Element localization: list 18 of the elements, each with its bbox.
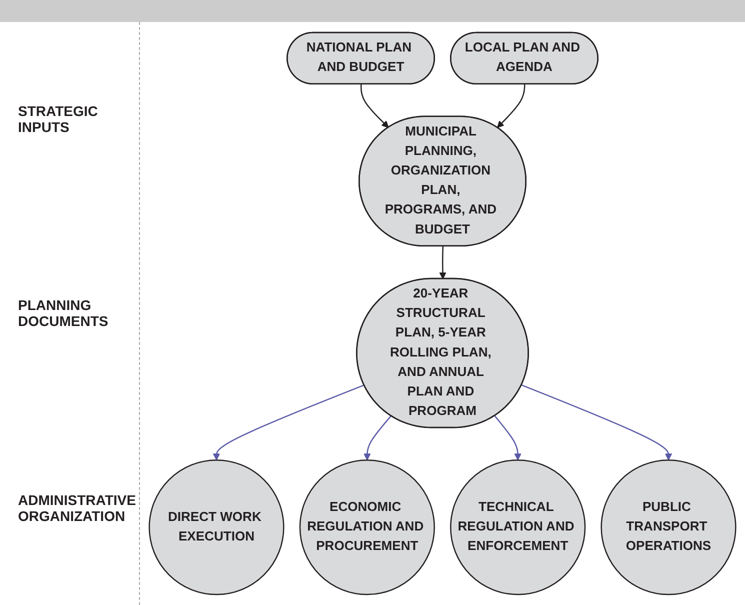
arrow <box>364 416 392 460</box>
oval-node: TECHNICAL REGULATION AND ENFORCEMENT <box>450 460 586 596</box>
arrow <box>212 384 364 460</box>
arrow <box>497 84 526 128</box>
oval-node: LOCAL PLAN AND AGENDA <box>450 32 598 84</box>
oval-node: MUNICIPAL PLANNING, ORGANIZATION PLAN, PROGRAMS, AND BUDGET <box>358 116 526 247</box>
arrow <box>494 416 522 460</box>
row-label: STRATEGIC INPUTS <box>18 103 99 136</box>
arrow <box>439 246 446 280</box>
oval-node: ECONOMIC REGULATION AND PROCUREMENT <box>299 460 435 596</box>
arrow <box>360 84 389 128</box>
arrow <box>521 384 672 460</box>
oval-node: NATIONAL PLAN AND BUDGET <box>286 32 435 84</box>
oval-node: 20-YEAR STRUCTURAL PLAN, 5-YEAR ROLLING PLAN, AND ANNUAL PLAN AND PROGRAM <box>356 278 529 428</box>
oval-node: PUBLIC TRANSPORT OPERATIONS <box>600 460 736 596</box>
row-label: PLANNING DOCUMENTS <box>18 297 110 330</box>
oval-node: DIRECT WORK EXECUTION <box>148 460 284 596</box>
row-label: ADMINISTRATIVE ORGANIZATION <box>18 492 137 524</box>
